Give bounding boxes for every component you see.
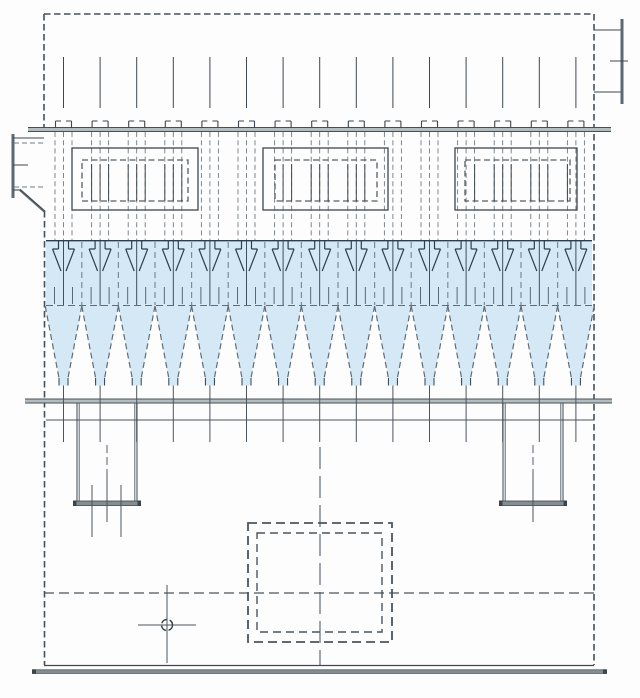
centerlines	[44, 447, 594, 665]
manhole-3	[454, 147, 578, 211]
cyclone-cones	[44, 304, 595, 386]
support-leg-right	[499, 403, 567, 522]
manhole-2	[262, 147, 389, 211]
tube-tails	[46, 385, 594, 442]
vessel-outline	[43, 13, 595, 667]
base-plate	[32, 669, 607, 674]
tube-stubs	[54, 57, 585, 128]
tube-hidden-lines	[54, 132, 585, 240]
outlet-flange-right	[594, 19, 628, 104]
inlet-flange-left	[11, 134, 46, 213]
drain-nozzle	[138, 585, 196, 663]
support-leg-left	[73, 403, 141, 537]
manhole-1	[71, 147, 199, 211]
upper-tube-sheet	[28, 126, 611, 133]
lower-tube-sheet	[25, 398, 612, 404]
